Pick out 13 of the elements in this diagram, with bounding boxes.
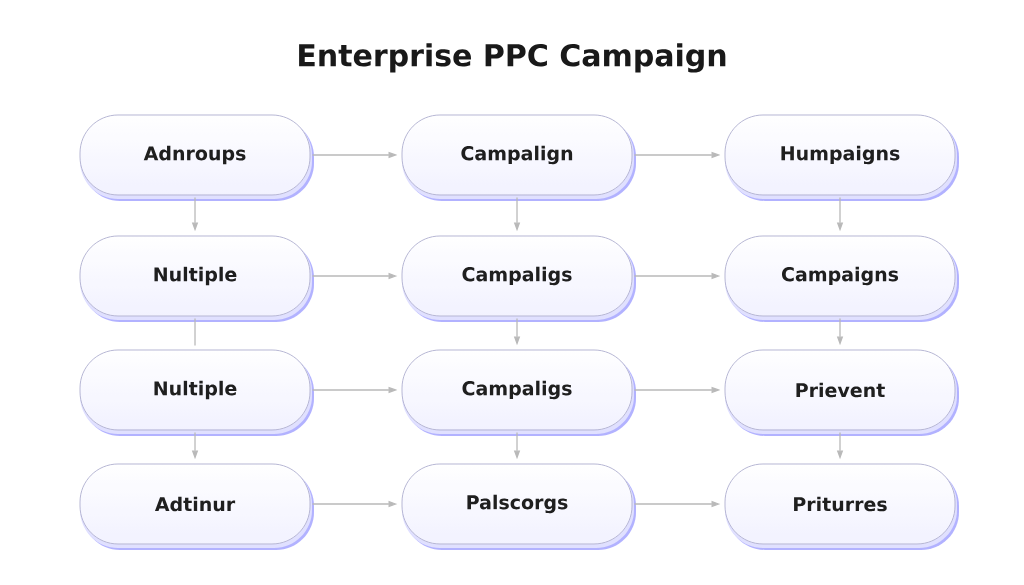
title: Enterprise PPC Campaign xyxy=(299,43,726,73)
process-box: Priturres xyxy=(724,463,959,550)
process-box: Nultiple xyxy=(79,349,314,436)
process-box: Nultiple xyxy=(79,235,314,322)
process-box: Campaligs xyxy=(401,235,636,322)
process-box: Humpaigns xyxy=(724,114,959,201)
process-box: Palscorgs xyxy=(401,463,636,550)
process-box: Campaligs xyxy=(401,349,636,436)
process-box: Campaigns xyxy=(724,235,959,322)
process-box: Adnroups xyxy=(79,114,314,201)
process-box: Campalign xyxy=(401,114,636,201)
process-box: Prievent xyxy=(724,349,959,436)
process-box: Adtinur xyxy=(79,463,314,550)
